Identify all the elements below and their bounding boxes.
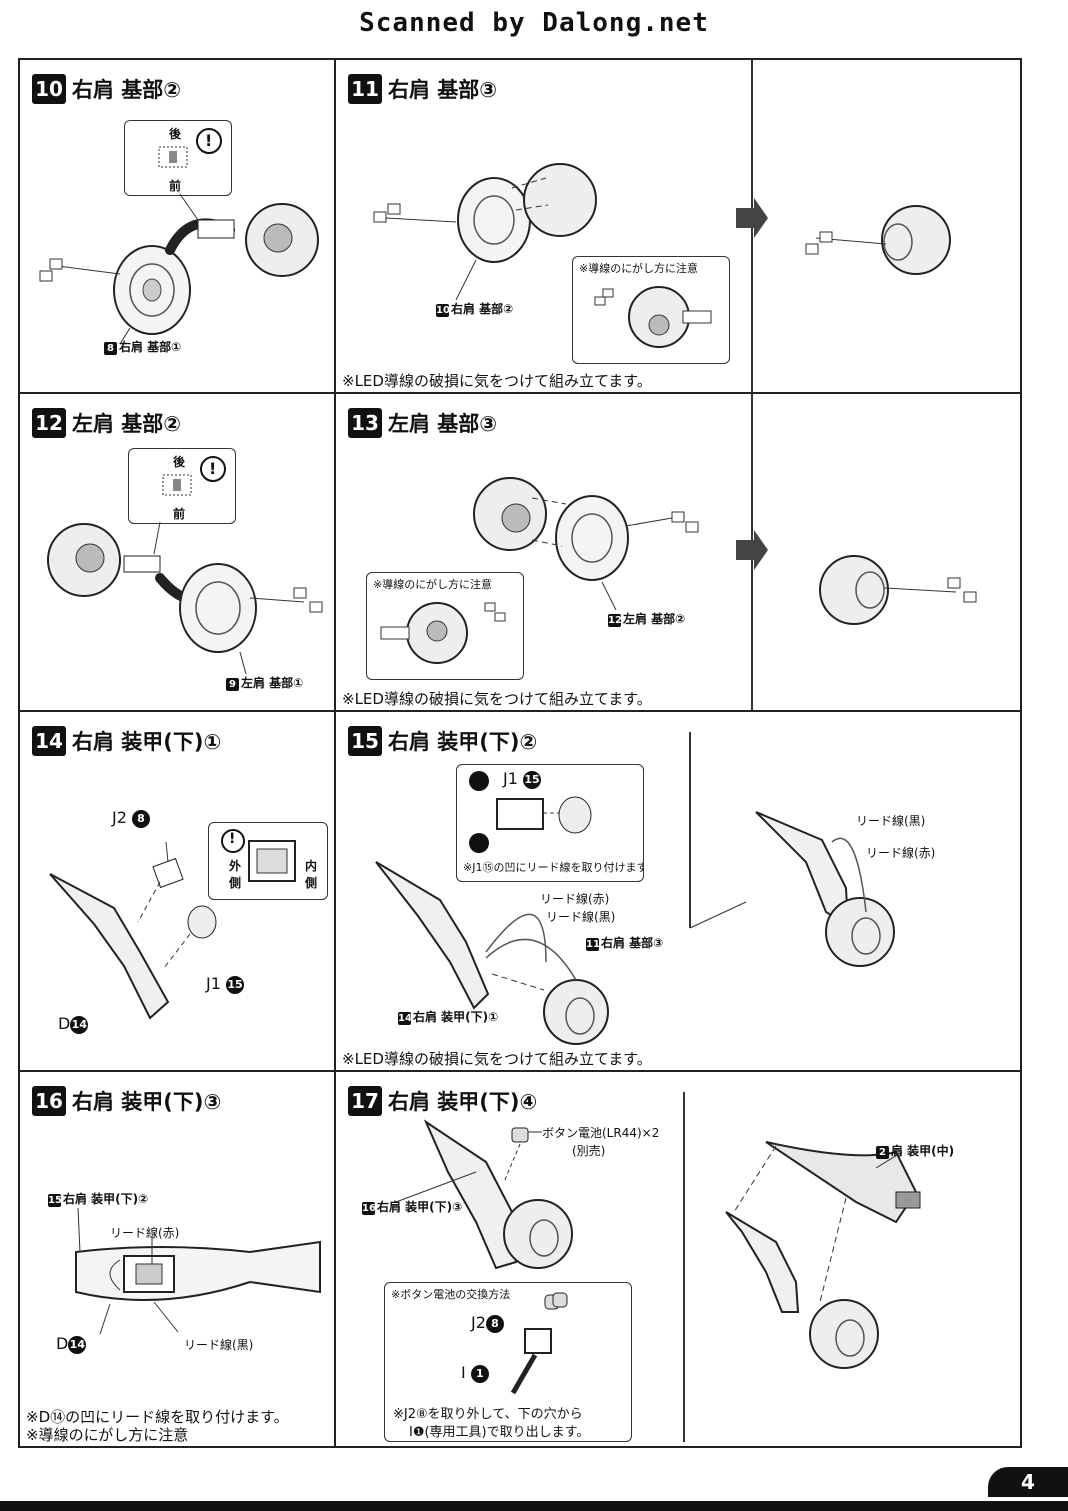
step-title: 右肩 装甲(下)③ [72, 1090, 222, 1114]
part-14-label: 14右肩 装甲(下)① [398, 1010, 499, 1025]
inset-note: ※J1⑮の凹にリード線を取り付けます。 [463, 861, 644, 874]
step-title: 右肩 装甲(下)② [388, 730, 538, 754]
wire-routing-inset: ※導線のにがし方に注意 [366, 572, 524, 680]
battery-label: ボタン電池(LR44)×2 [542, 1126, 660, 1140]
armor-assembly-illustration [375, 732, 895, 1045]
shoulder-assembly-illustration [47, 521, 323, 675]
part-16-label: 16右肩 装甲(下)③ [362, 1200, 463, 1215]
part-label: 12左肩 基部② [608, 612, 686, 627]
shoulder-assembly-illustration [373, 60, 951, 392]
scan-title: Scanned by Dalong.net [359, 8, 709, 38]
step-title: 右肩 装甲(下)① [72, 730, 222, 754]
j1-part-label: J1 15 [503, 769, 541, 789]
orientation-inset: ! 外側 内側 [208, 822, 328, 900]
step-number: 11 [348, 74, 382, 104]
page-number: 4 [988, 1467, 1068, 1497]
armor-illustration [49, 841, 217, 1020]
front-label: 前 [173, 507, 186, 521]
step-note: ※LED導線の破損に気をつけて組み立てます。 [342, 1050, 652, 1068]
step-title: 右肩 基部② [72, 78, 182, 102]
inset-note-1: ※J2⑧を取り外して、下の穴から [393, 1407, 583, 1422]
black-wire-label: リード線(黒) [184, 1338, 254, 1352]
inner-side-label: 内側 [305, 859, 318, 890]
orientation-inset: 後 前 ! [124, 120, 232, 196]
d-part-label: D14 [56, 1334, 87, 1354]
step-title: 右肩 装甲(下)④ [388, 1090, 538, 1114]
armor-detail-illustration [75, 1207, 321, 1335]
j2-part-label: J2 8 [112, 808, 150, 828]
inset-note-2: I❶(専用工具)で取り出します。 [409, 1425, 590, 1440]
back-label: 後 [173, 455, 186, 469]
front-label: 前 [169, 179, 182, 193]
step-number: 17 [348, 1086, 382, 1116]
step-note-2: ※導線のにがし方に注意 [26, 1426, 189, 1444]
back-label: 後 [169, 127, 182, 141]
step-number: 14 [32, 726, 66, 756]
part-15-label: 15右肩 装甲(下)② [48, 1192, 149, 1207]
part-label: 10右肩 基部② [436, 302, 514, 317]
connector-inset: J1 15 ※J1⑮の凹にリード線を取り付けます。 [456, 764, 644, 882]
shoulder-assembly-illustration [473, 394, 977, 710]
step-note: ※LED導線の破損に気をつけて組み立てます。 [342, 372, 652, 390]
connector-diagram [158, 128, 222, 168]
step-number: 13 [348, 408, 382, 438]
step-number: 10 [32, 74, 66, 104]
inset-caption: ※ボタン電池の交換方法 [391, 1288, 511, 1301]
outer-side-label: 外側 [229, 859, 242, 890]
connector-diagram [162, 456, 226, 496]
inset-caption: ※導線のにがし方に注意 [373, 578, 492, 591]
d-part-label: D14 [58, 1014, 89, 1034]
part-11-label: 11右肩 基部③ [586, 936, 664, 951]
step-title: 右肩 基部③ [388, 78, 498, 102]
inset-caption: ※導線のにがし方に注意 [579, 262, 698, 275]
red-wire-label-right: リード線(赤) [866, 846, 936, 860]
step-note: ※LED導線の破損に気をつけて組み立てます。 [342, 690, 652, 708]
shoulder-assembly-illustration [39, 193, 319, 345]
red-wire-label: リード線(赤) [540, 892, 610, 906]
step-number: 12 [32, 408, 66, 438]
warning-icon: ! [209, 459, 217, 478]
step-number: 16 [32, 1086, 66, 1116]
step-title: 左肩 基部② [72, 412, 182, 436]
black-wire-label-right: リード線(黒) [856, 814, 926, 828]
step-number: 15 [348, 726, 382, 756]
footer-bar [0, 1501, 1068, 1511]
step-note-1: ※D⑭の凹にリード線を取り付けます。 [26, 1408, 289, 1426]
battery-sold-separately: (別売) [572, 1144, 606, 1158]
battery-assembly-illustration [395, 1092, 921, 1442]
orientation-inset: 後 前 ! [128, 448, 236, 524]
warning-icon: ! [205, 131, 213, 150]
j1-part-label: J1 15 [206, 974, 244, 994]
warning-icon: ! [229, 831, 236, 847]
wire-routing-inset: ※導線のにがし方に注意 [572, 256, 730, 364]
step-title: 左肩 基部③ [388, 412, 498, 436]
red-wire-label: リード線(赤) [110, 1226, 180, 1240]
i-part-label: I 1 [461, 1363, 489, 1383]
black-wire-label: リード線(黒) [546, 910, 616, 924]
